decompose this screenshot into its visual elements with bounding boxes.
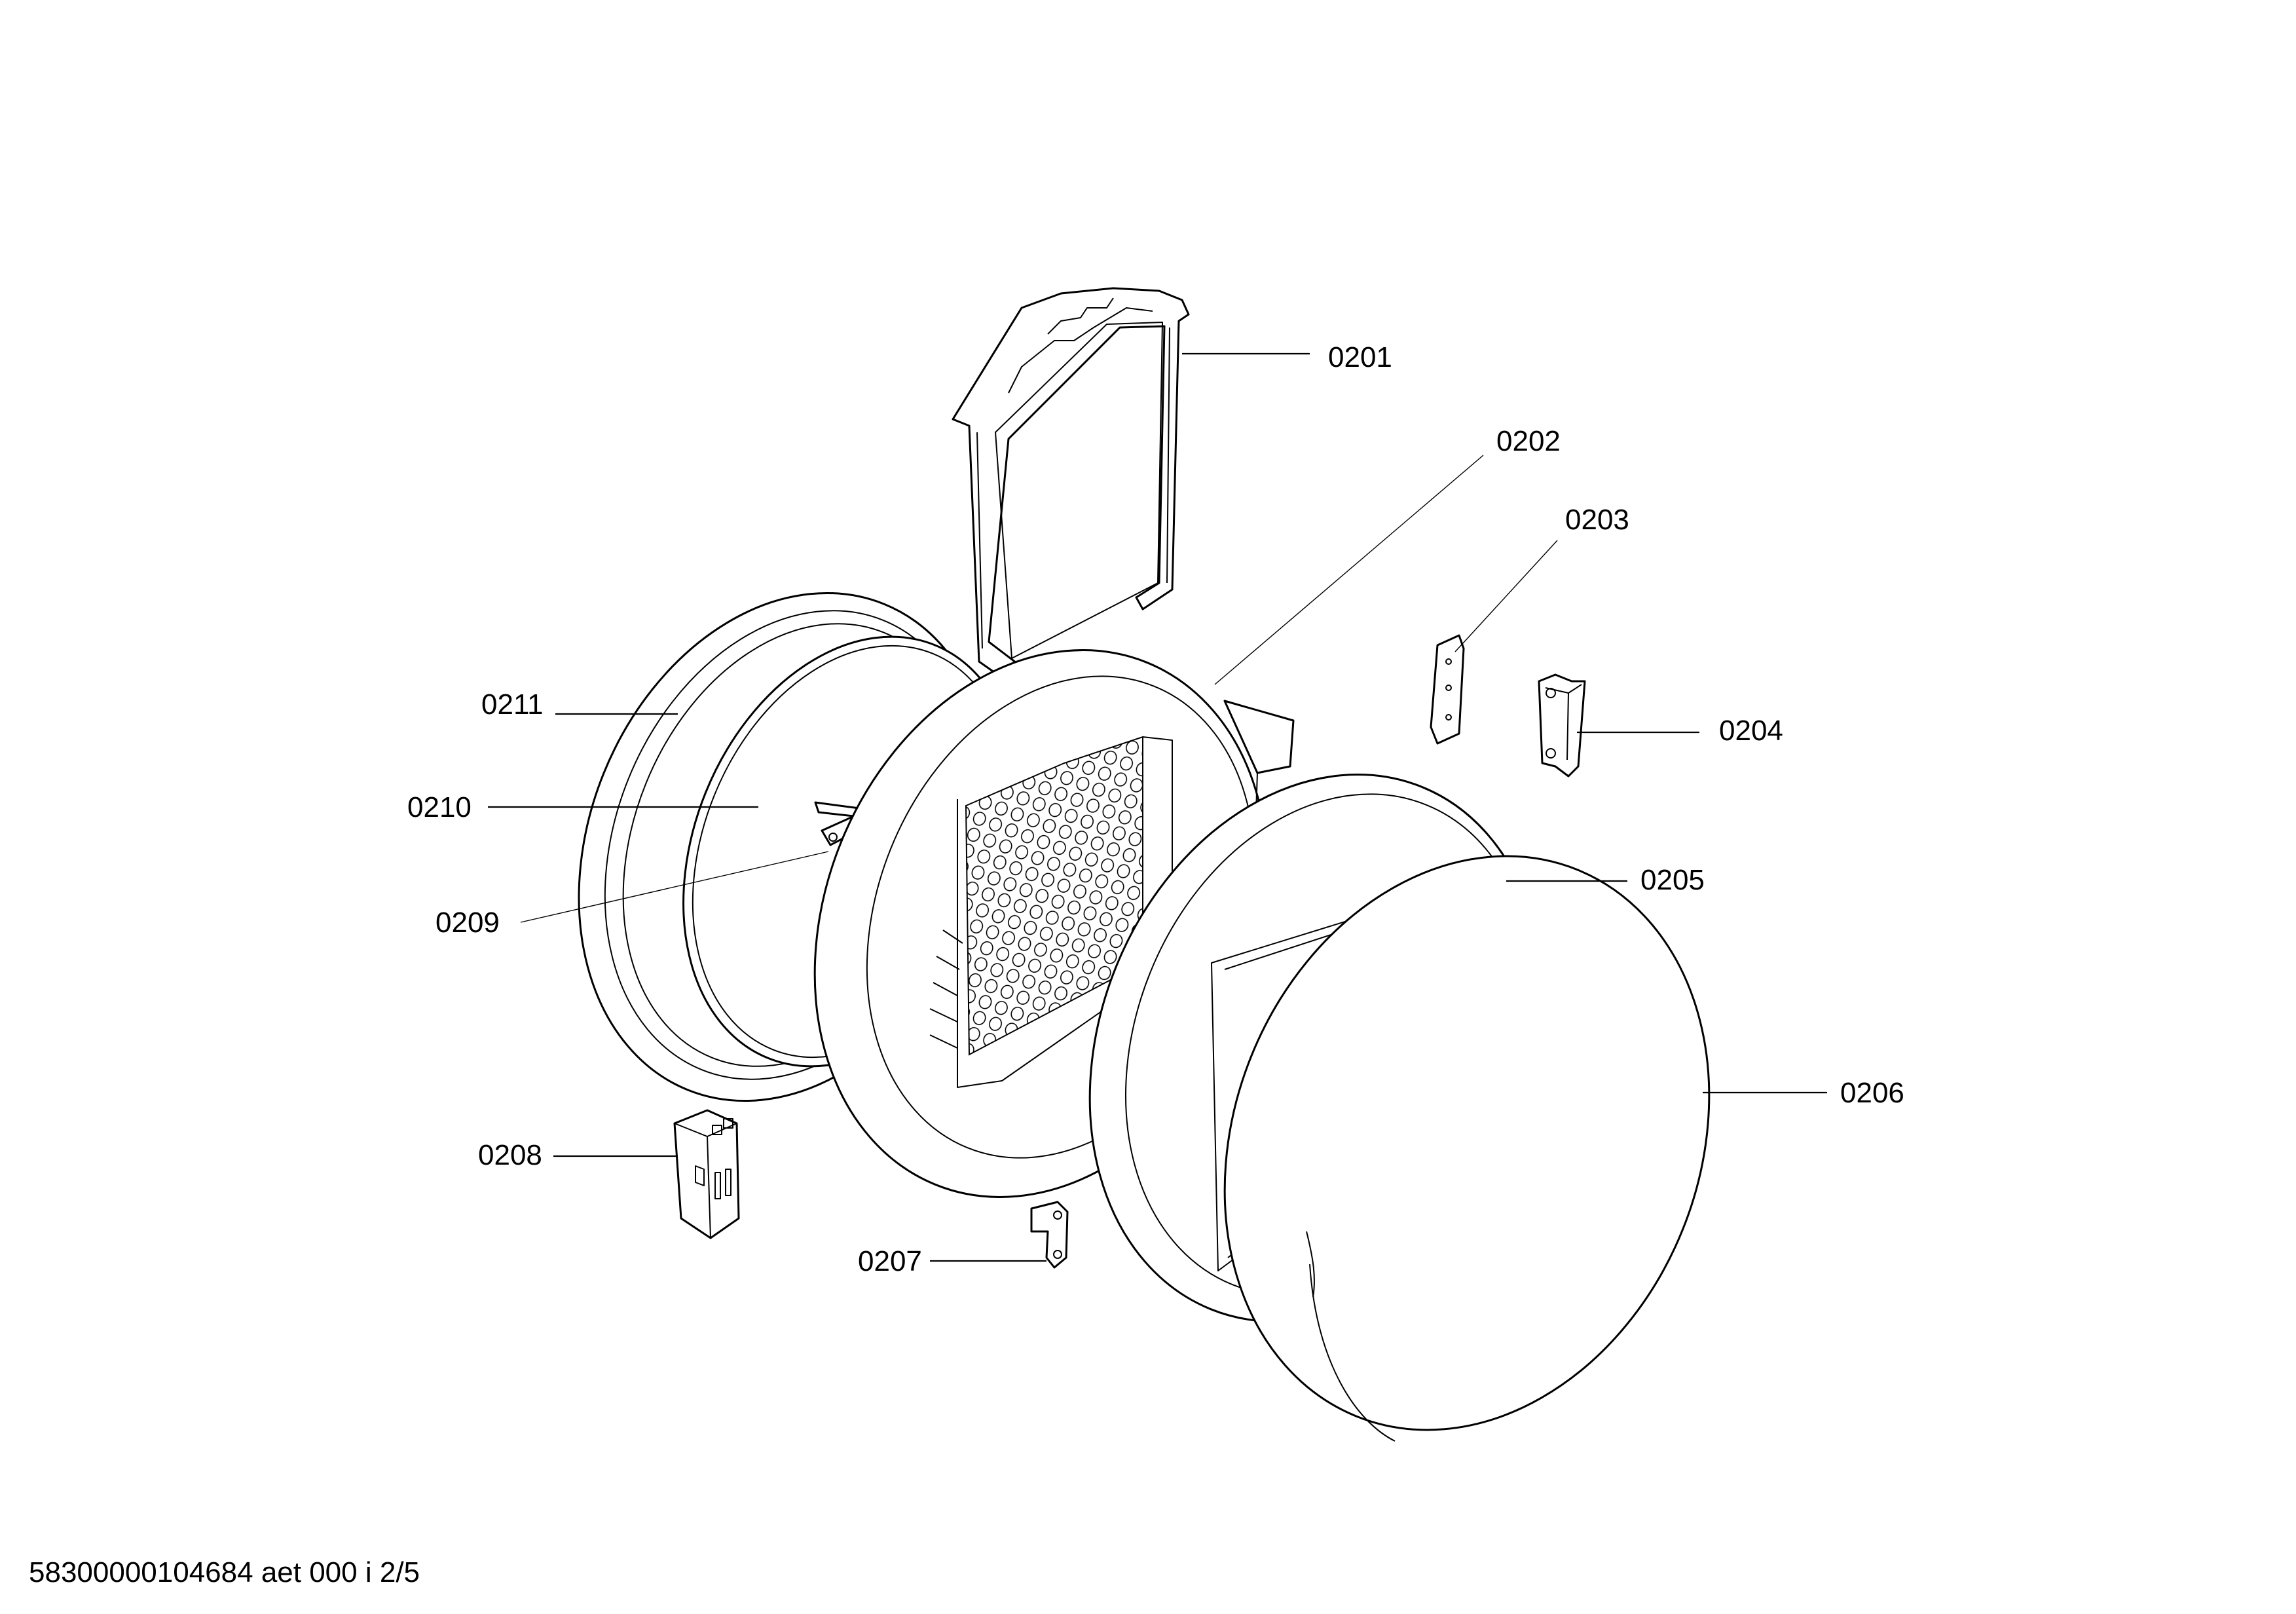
label-0202: 0202 [1496, 425, 1561, 457]
part-0208-lock-housing [673, 1109, 740, 1239]
label-0210: 0210 [407, 791, 472, 823]
part-0207-hinge-link [1030, 1201, 1069, 1269]
label-0205: 0205 [1640, 864, 1705, 896]
part-0203-bracket [1430, 634, 1465, 745]
label-0209: 0209 [435, 907, 500, 939]
leader-lines [488, 352, 1827, 1262]
leader-0203 [1454, 540, 1558, 652]
part-0204-hinge [1538, 673, 1586, 778]
label-0206: 0206 [1840, 1077, 1904, 1109]
part-0206-door-glass [1223, 855, 1711, 1442]
label-0203: 0203 [1565, 504, 1629, 536]
label-0207: 0207 [858, 1245, 922, 1277]
label-0211: 0211 [481, 688, 544, 721]
label-0204: 0204 [1719, 715, 1783, 747]
leader-0209 [520, 851, 829, 923]
part-0201-frame [952, 287, 1190, 686]
leader-0202 [1214, 455, 1484, 685]
label-0201: 0201 [1328, 341, 1392, 373]
part-labels: 0201 0202 0203 0204 0205 0206 0207 0208 … [407, 341, 1904, 1277]
label-0208: 0208 [478, 1139, 542, 1171]
document-id-footer: 58300000104684 aet 000 i 2/5 [29, 1556, 420, 1588]
